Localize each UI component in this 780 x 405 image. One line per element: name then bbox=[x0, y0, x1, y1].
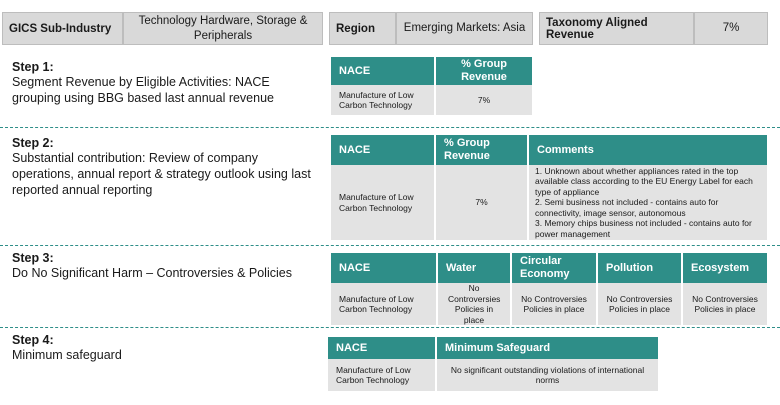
water-cell: No Controversies Policies in place bbox=[437, 283, 512, 325]
group-revenue-cell: 7% bbox=[435, 165, 529, 240]
step-2-table: NACE % Group Revenue Comments Manufactur… bbox=[331, 135, 767, 240]
nace-cell: Manufacture of Low Carbon Technology bbox=[331, 85, 436, 115]
step-1-description: Segment Revenue by Eligible Activities: … bbox=[12, 75, 274, 105]
water-header: Water bbox=[437, 253, 512, 283]
step-3-title: Step 3: bbox=[12, 251, 54, 265]
step-1-text: Step 1: Segment Revenue by Eligible Acti… bbox=[12, 60, 312, 106]
gics-label: GICS Sub-Industry bbox=[2, 12, 123, 45]
nace-header: NACE bbox=[331, 253, 438, 283]
pollution-header: Pollution bbox=[597, 253, 683, 283]
step-3-description: Do No Significant Harm – Controversies &… bbox=[12, 266, 292, 280]
step-2-description: Substantial contribution: Review of comp… bbox=[12, 151, 311, 197]
group-revenue-cell: 7% bbox=[435, 85, 532, 115]
nace-cell: Manufacture of Low Carbon Technology bbox=[331, 283, 438, 325]
step-4-text: Step 4: Minimum safeguard bbox=[12, 333, 312, 363]
nace-cell: Manufacture of Low Carbon Technology bbox=[331, 165, 436, 240]
nace-header: NACE bbox=[331, 135, 436, 165]
step-2-title: Step 2: bbox=[12, 136, 54, 150]
taxonomy-label: Taxonomy Aligned Revenue bbox=[539, 12, 694, 45]
minimum-safeguard-header: Minimum Safeguard bbox=[436, 337, 658, 359]
circular-economy-header: Circular Economy bbox=[511, 253, 598, 283]
minimum-safeguard-cell: No significant outstanding violations of… bbox=[436, 359, 658, 391]
step-separator bbox=[0, 245, 780, 246]
ecosystem-cell: No Controversies Policies in place bbox=[682, 283, 767, 325]
taxonomy-value: 7% bbox=[694, 12, 768, 45]
comment-item: 3. Memory chips business not included - … bbox=[535, 218, 752, 239]
pollution-cell: No Controversies Policies in place bbox=[597, 283, 683, 325]
gics-value: Technology Hardware, Storage & Periphera… bbox=[123, 12, 323, 45]
circular-economy-cell: No Controversies Policies in place bbox=[511, 283, 598, 325]
group-revenue-header: % Group Revenue bbox=[435, 57, 532, 85]
nace-header: NACE bbox=[328, 337, 437, 359]
step-3-table: NACE Water Circular Economy Pollution Ec… bbox=[331, 253, 767, 325]
step-separator bbox=[0, 327, 780, 328]
step-4-table: NACE Minimum Safeguard Manufacture of Lo… bbox=[328, 337, 658, 391]
comment-item: 2. Semi business not included - contains… bbox=[535, 197, 719, 218]
step-1-title: Step 1: bbox=[12, 60, 54, 74]
step-3-text: Step 3: Do No Significant Harm – Controv… bbox=[12, 251, 312, 281]
comments-cell: 1. Unknown about whether appliances rate… bbox=[528, 165, 767, 240]
region-value: Emerging Markets: Asia bbox=[396, 12, 533, 45]
nace-header: NACE bbox=[331, 57, 436, 85]
ecosystem-header: Ecosystem bbox=[682, 253, 767, 283]
group-revenue-header: % Group Revenue bbox=[435, 135, 529, 165]
step-4-title: Step 4: bbox=[12, 333, 54, 347]
step-4-description: Minimum safeguard bbox=[12, 348, 122, 362]
comments-header: Comments bbox=[528, 135, 767, 165]
step-separator bbox=[0, 127, 780, 128]
comment-item: 1. Unknown about whether appliances rate… bbox=[535, 165, 753, 197]
step-2-text: Step 2: Substantial contribution: Review… bbox=[12, 136, 322, 198]
region-label: Region bbox=[329, 12, 396, 45]
nace-cell: Manufacture of Low Carbon Technology bbox=[328, 359, 437, 391]
step-1-table: NACE % Group Revenue Manufacture of Low … bbox=[331, 57, 532, 115]
